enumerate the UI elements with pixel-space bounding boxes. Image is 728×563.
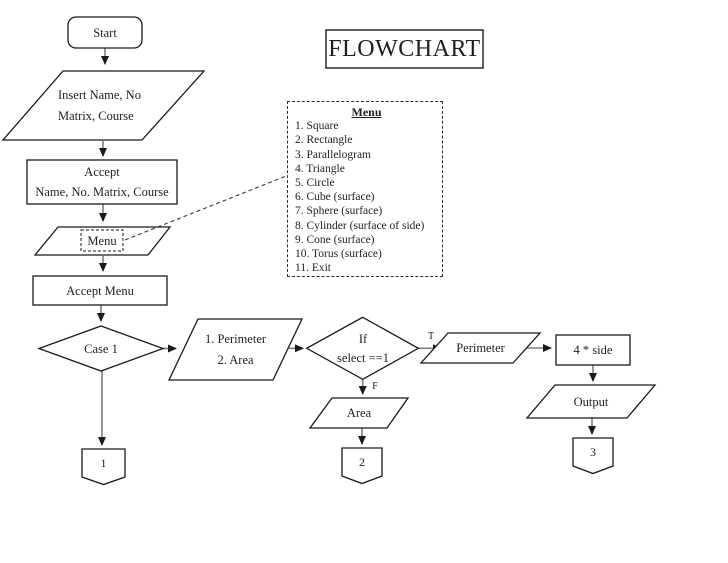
menu-callout-dashed-line (124, 175, 287, 241)
menu-item-sphere: 7. Sphere (surface) (295, 205, 383, 218)
menu-item-cylinder: 8. Cylinder (surface of side) (295, 219, 425, 232)
menu-item-torus: 10. Torus (surface) (295, 248, 382, 261)
output-parallelogram-shape (525, 384, 657, 419)
accept-menu-process-shape (32, 275, 168, 306)
menu-item-parallelogram: 3. Parallelogram (295, 148, 372, 161)
menu-item-square: 1. Square (295, 120, 339, 133)
menu-dashed-inner-box (80, 229, 124, 252)
area-parallelogram-shape (308, 397, 410, 429)
offpage-connector2-shape (341, 447, 383, 485)
if-decision-shape (305, 316, 420, 381)
menu-item-circle: 5. Circle (295, 177, 335, 190)
accept-process-shape (26, 159, 178, 205)
menu-io-parallelogram-shape (33, 226, 172, 256)
case1-decision-shape (37, 325, 165, 372)
insert-io-parallelogram-shape (1, 70, 206, 141)
menu-item-triangle: 4. Triangle (295, 162, 345, 175)
menu-list-header: Menu (351, 105, 382, 119)
flow-shapes (1, 16, 657, 486)
formula-process-shape (555, 334, 631, 366)
menu-item-cone: 9. Cone (surface) (295, 233, 375, 246)
flow-arrows (97, 48, 597, 446)
perimarea-parallelogram-shape (167, 318, 304, 381)
menu-item-cube: 6. Cube (surface) (295, 191, 375, 204)
title-box-shape (325, 29, 484, 69)
menu-item-exit: 11. Exit (295, 262, 331, 275)
perimeter-parallelogram-shape (419, 332, 542, 364)
start-terminator-shape (67, 16, 143, 49)
menu-list-box: Menu 1. Square 2. Rectangle 3. Parallelo… (287, 101, 443, 277)
offpage-connector1-shape (81, 448, 126, 486)
offpage-connector3-shape (572, 437, 614, 475)
menu-item-rectangle: 2. Rectangle (295, 134, 353, 147)
